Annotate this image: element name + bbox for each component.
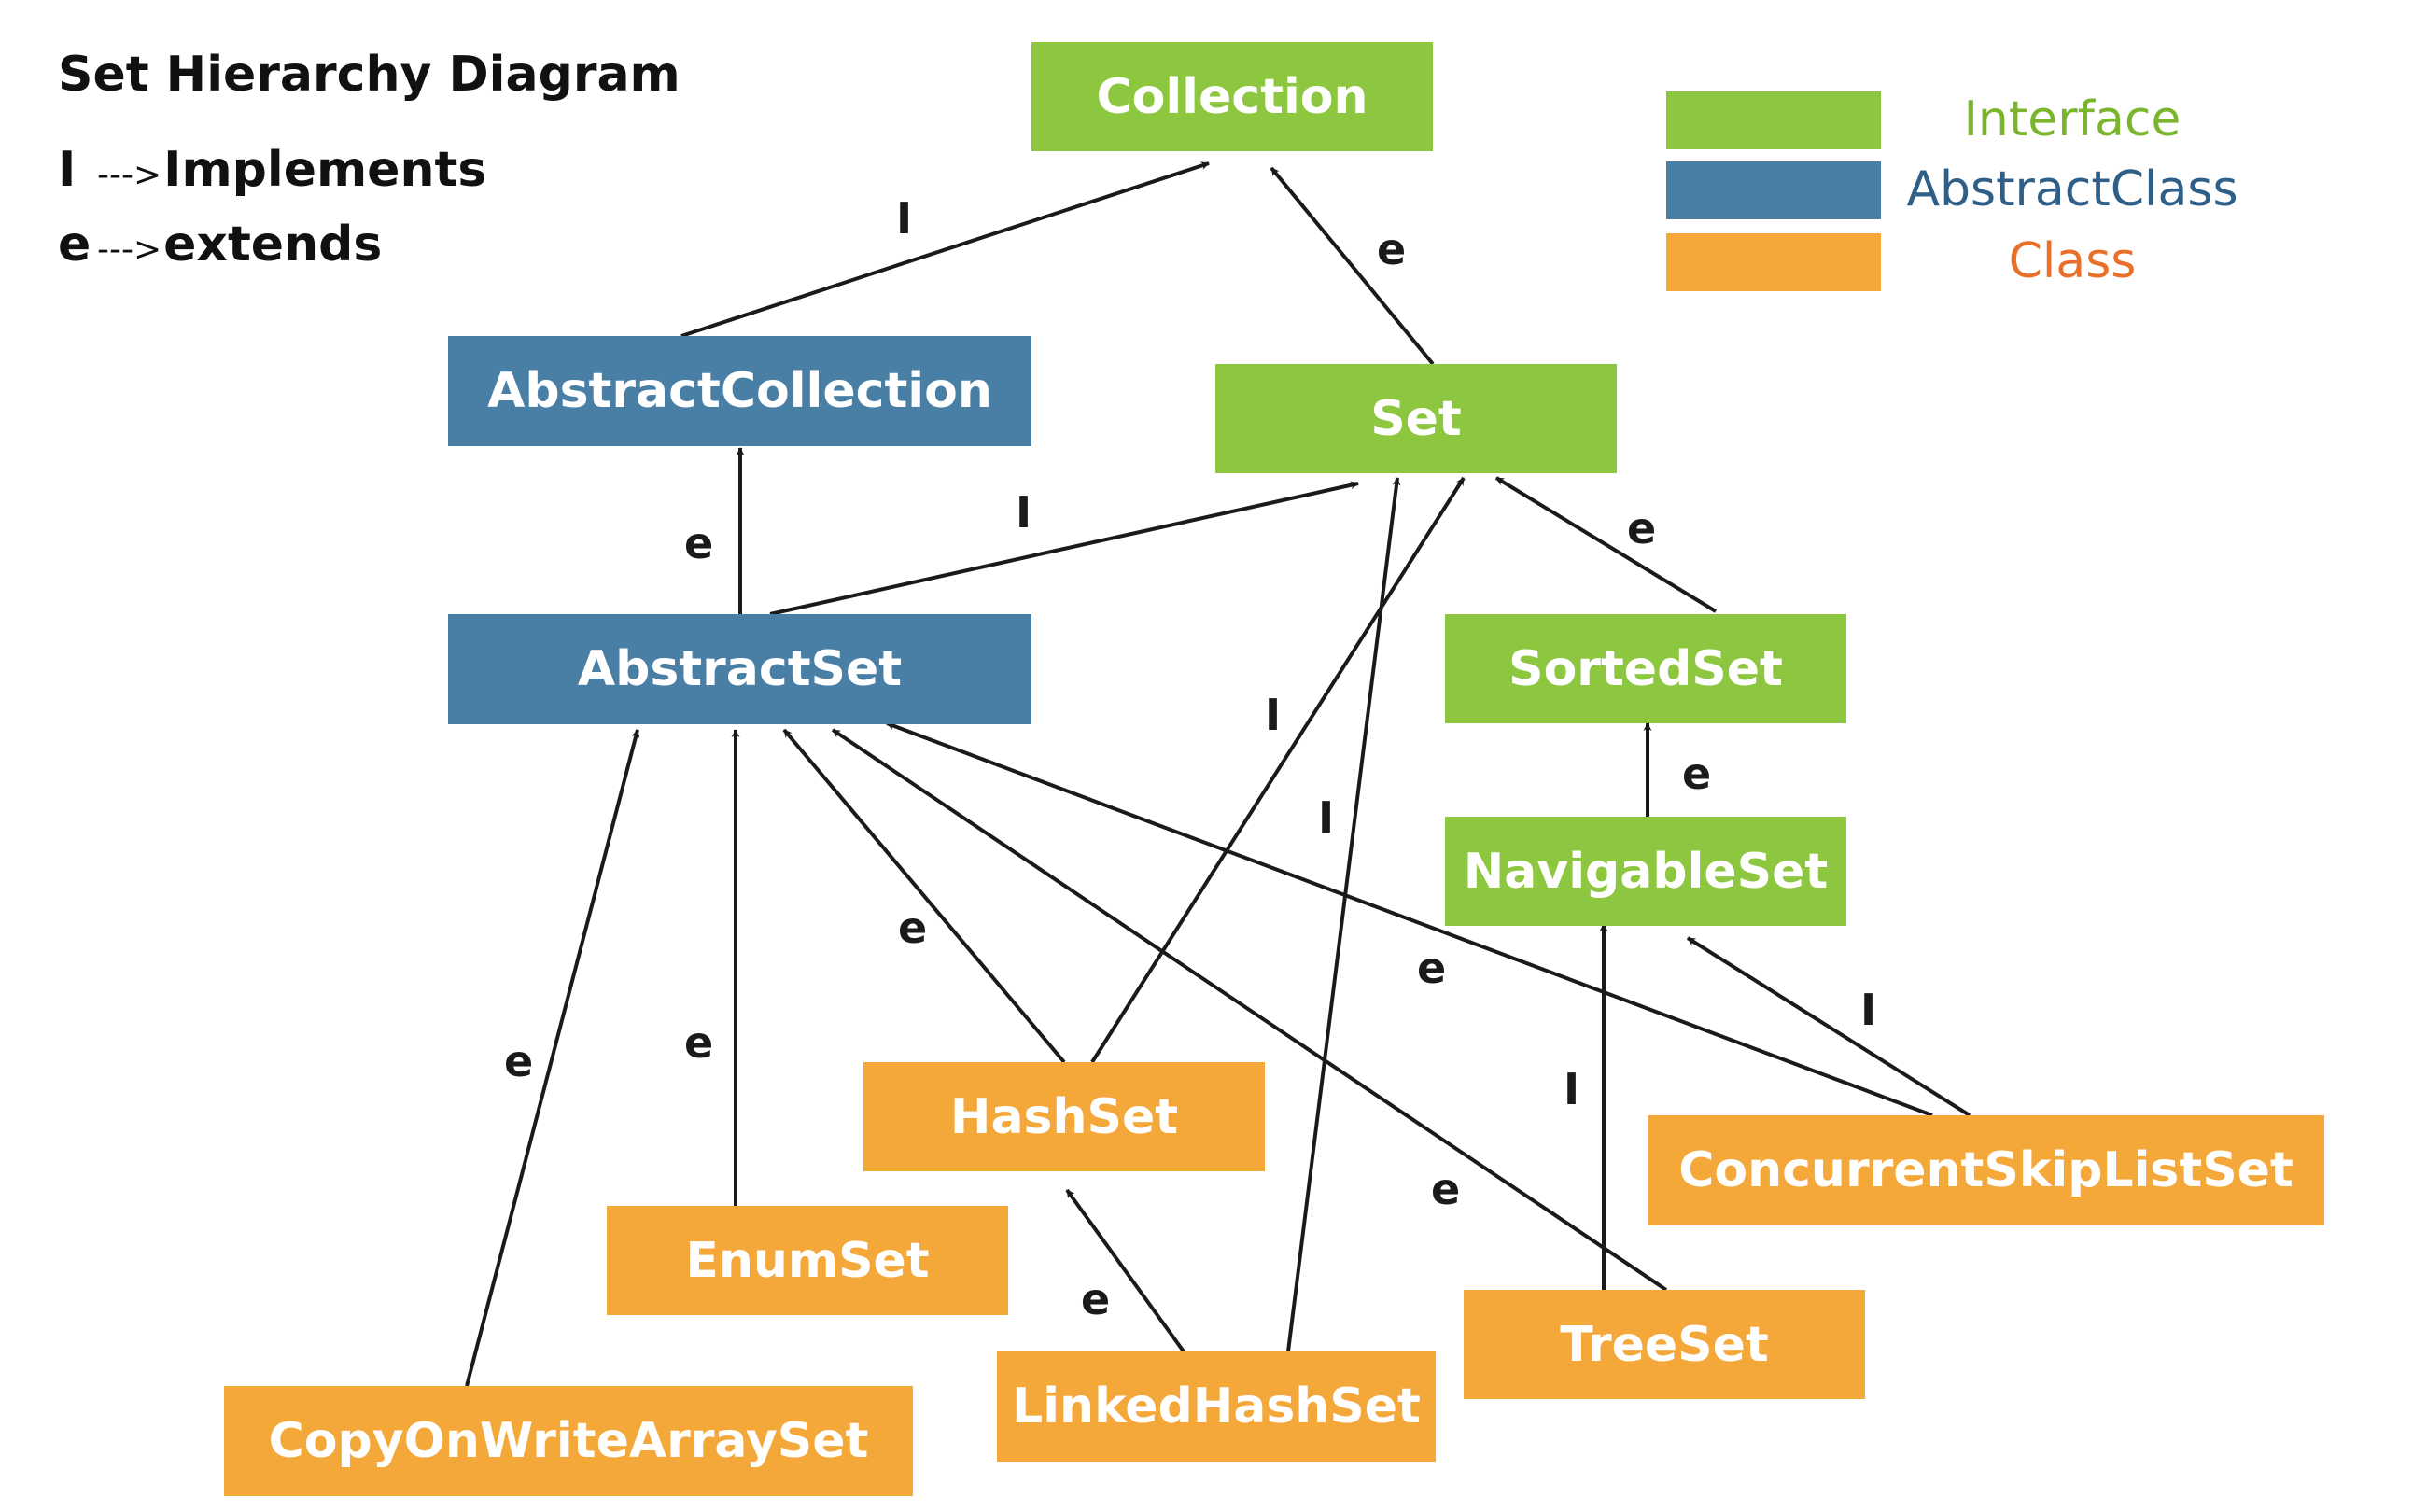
edge-label-copy-on-write-array-set-to-abstract-set: e	[504, 1036, 533, 1086]
edge-concurrent-skip-list-set-to-abstract-set	[886, 721, 1933, 1117]
legend-label-class: Class	[2008, 233, 2137, 289]
legend-swatch-abstract-class	[1666, 161, 1881, 219]
key-letter-implements: I	[58, 142, 77, 198]
key-extends: e--->extends	[58, 217, 382, 273]
edge-label-hash-set-to-abstract-set: e	[898, 903, 927, 953]
key-meaning-implements: Implements	[163, 142, 487, 198]
edge-label-hash-set-to-set: I	[1265, 690, 1281, 740]
node-concurrent-skip-list-set: ConcurrentSkipListSet	[1648, 1115, 2324, 1225]
edge-label-tree-set-to-navigable-set: I	[1564, 1064, 1579, 1114]
edge-label-abstract-set-to-abstract-collection: e	[684, 518, 713, 568]
node-abstract-set: AbstractSet	[448, 614, 1031, 724]
node-collection: Collection	[1031, 42, 1433, 151]
key-arrow-extends: --->	[97, 231, 162, 269]
edge-abstract-collection-to-collection	[680, 161, 1210, 338]
edge-sorted-set-to-set	[1494, 476, 1718, 613]
edge-label-enum-set-to-abstract-set: e	[684, 1017, 713, 1068]
node-enum-set: EnumSet	[607, 1206, 1008, 1315]
legend-label-abstract-class: AbstractClass	[1906, 161, 2238, 217]
key-arrow-implements: --->	[97, 156, 162, 194]
edge-hash-set-to-abstract-set	[782, 728, 1066, 1064]
edge-copy-on-write-array-set-to-abstract-set	[465, 729, 640, 1387]
edge-label-concurrent-skip-list-set-to-navigable-set: I	[1860, 985, 1876, 1035]
edge-hash-set-to-set	[1090, 476, 1466, 1064]
edge-abstract-set-to-set	[769, 481, 1359, 616]
key-letter-extends: e	[58, 217, 91, 273]
key-meaning-extends: extends	[163, 217, 383, 273]
node-hash-set: HashSet	[863, 1062, 1265, 1171]
edge-label-navigable-set-to-sorted-set: e	[1682, 749, 1711, 799]
edge-label-tree-set-to-abstract-set: e	[1431, 1164, 1460, 1214]
edge-label-abstract-set-to-set: I	[1016, 487, 1031, 538]
legend-swatch-interface	[1666, 91, 1881, 149]
node-set: Set	[1215, 364, 1617, 473]
legend-label-interface: Interface	[1963, 91, 2181, 147]
edge-tree-set-to-abstract-set	[831, 728, 1668, 1292]
edge-linked-hash-set-to-set	[1286, 477, 1401, 1352]
edge-label-abstract-collection-to-collection: I	[896, 193, 912, 244]
legend-swatch-class	[1666, 233, 1881, 291]
node-abstract-collection: AbstractCollection	[448, 336, 1031, 446]
edge-label-concurrent-skip-list-set-to-abstract-set: e	[1417, 943, 1446, 993]
node-sorted-set: SortedSet	[1445, 614, 1846, 723]
edge-linked-hash-set-to-hash-set	[1065, 1188, 1185, 1353]
node-navigable-set: NavigableSet	[1445, 817, 1846, 926]
key-implements: I --->Implements	[58, 142, 486, 198]
diagram-title: Set Hierarchy Diagram	[58, 47, 680, 103]
node-copy-on-write-array-set: CopyOnWriteArraySet	[224, 1386, 913, 1496]
node-tree-set: TreeSet	[1464, 1290, 1865, 1399]
edge-concurrent-skip-list-set-to-navigable-set	[1686, 936, 1971, 1117]
edge-label-linked-hash-set-to-set: I	[1318, 792, 1334, 843]
edge-set-to-collection	[1270, 166, 1435, 366]
edge-label-sorted-set-to-set: e	[1627, 503, 1656, 553]
node-linked-hash-set: LinkedHashSet	[997, 1351, 1436, 1462]
edge-label-set-to-collection: e	[1377, 224, 1406, 274]
edge-label-linked-hash-set-to-hash-set: e	[1081, 1274, 1110, 1324]
